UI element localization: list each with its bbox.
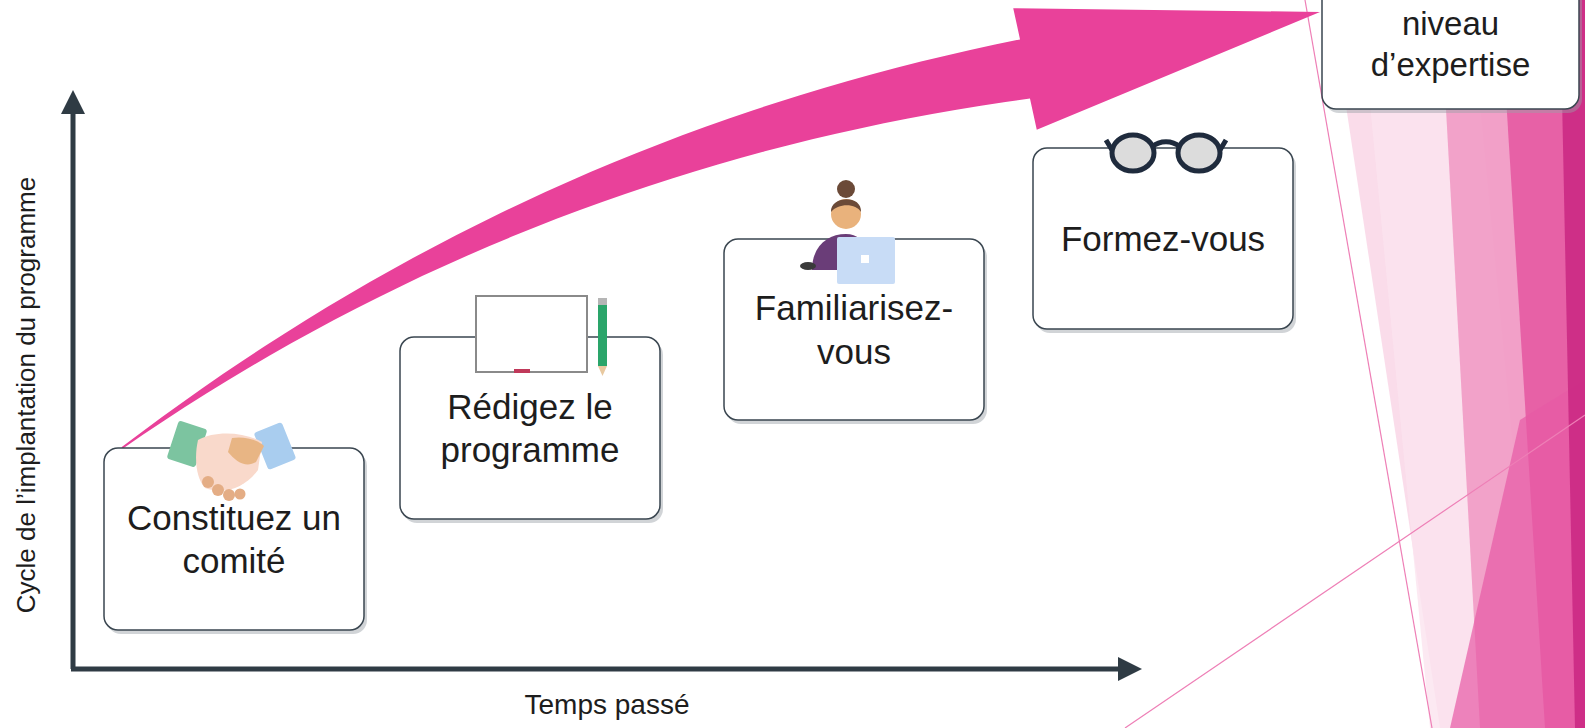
- step-box: Rédigez le programme: [400, 337, 660, 519]
- y-axis-label: Cycle de l’implantation du programme: [12, 177, 41, 613]
- pencil-tip: [598, 366, 607, 376]
- x-axis: [71, 667, 1122, 672]
- finger: [212, 484, 224, 496]
- handshake-icon: [167, 420, 297, 501]
- glasses-icon: [1106, 135, 1226, 171]
- deco-band: [1450, 380, 1585, 728]
- hair-bun: [837, 180, 855, 198]
- laptop-logo: [861, 255, 869, 263]
- glasses-lens: [1112, 135, 1154, 171]
- whiteboard: [476, 296, 587, 372]
- person-laptop-icon: [800, 180, 895, 284]
- step-text: Formez-vous: [1061, 217, 1265, 260]
- step-box: Constituez un comité: [104, 448, 364, 630]
- marker: [514, 369, 530, 373]
- step-box: Familiarisez-vous: [724, 239, 984, 420]
- step-text: Rédigez le programme: [414, 385, 646, 471]
- step-text: niveau d’expertise: [1336, 4, 1565, 85]
- step-text: Constituez un comité: [118, 496, 350, 582]
- x-axis-label: Temps passé: [525, 690, 690, 721]
- head: [831, 199, 861, 229]
- step-box: niveau d’expertise: [1322, 0, 1579, 109]
- y-axis: [71, 108, 76, 669]
- box-outline: [1322, 0, 1579, 109]
- hair: [831, 199, 861, 212]
- finger: [235, 489, 246, 500]
- box-outline: [1033, 148, 1293, 329]
- whiteboard-icon: [476, 296, 607, 376]
- axis-arrowhead: [1118, 657, 1142, 681]
- step-box: Formez-vous: [1033, 148, 1293, 329]
- deco-line: [1125, 415, 1585, 728]
- glasses-lens: [1178, 135, 1220, 171]
- edge-layer: [121, 8, 1320, 449]
- glasses-bridge: [1152, 142, 1180, 147]
- hand: [228, 437, 264, 464]
- hand: [800, 262, 816, 270]
- axis-arrowhead: [61, 90, 85, 114]
- laptop: [837, 237, 895, 284]
- progress-arrow: [121, 8, 1320, 449]
- pencil-body: [598, 304, 607, 366]
- pencil-eraser: [598, 298, 607, 305]
- finger: [202, 476, 214, 488]
- box-outlines: [104, 0, 1582, 634]
- step-text: Familiarisez-vous: [738, 286, 970, 372]
